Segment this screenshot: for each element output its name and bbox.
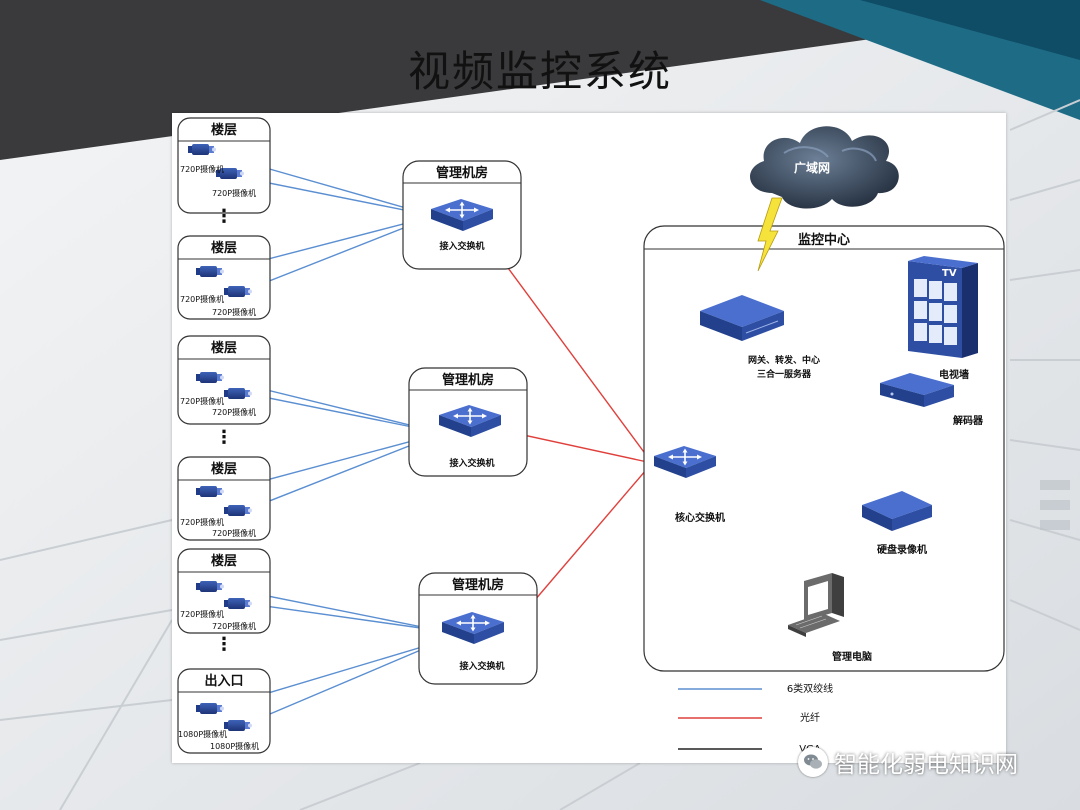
- machine-room-label: 管理机房: [436, 165, 488, 181]
- camera-label: 720P摄像机: [180, 294, 224, 304]
- camera-label: 720P摄像机: [212, 307, 256, 317]
- camera-label: 720P摄像机: [180, 164, 224, 174]
- nvr-icon: [862, 491, 932, 531]
- decoder-label: 解码器: [953, 414, 984, 427]
- machine-room-label: 管理机房: [452, 577, 504, 593]
- ellipsis: ⋮: [215, 427, 233, 448]
- floor-label: 楼层: [211, 240, 237, 256]
- legend-label-twisted-pair: 6类双绞线: [787, 682, 833, 695]
- tv-badge: TV: [942, 268, 957, 279]
- page-title: 视频监控系统: [407, 47, 672, 96]
- ellipsis: ⋮: [215, 634, 233, 655]
- floor-label: 楼层: [211, 122, 237, 138]
- machine-room-label: 管理机房: [442, 372, 494, 388]
- floor-label: 楼层: [211, 553, 237, 569]
- camera-label: 720P摄像机: [212, 621, 256, 631]
- server-label: 三合一服务器: [757, 368, 812, 380]
- wan-label: 广域网: [794, 160, 830, 175]
- camera-label: 720P摄像机: [212, 188, 256, 198]
- camera-label: 720P摄像机: [180, 517, 224, 527]
- floor-box-2: 楼层 720P摄像机 720P摄像机: [177, 235, 271, 320]
- tv-wall-icon: [908, 256, 978, 358]
- wireless-link-icon: [757, 197, 783, 272]
- access-switch-label: 接入交换机: [439, 240, 484, 252]
- floor-box-3: 楼层 720P摄像机 720P摄像机: [177, 335, 271, 425]
- machine-room-3: 管理机房 接入交换机: [418, 572, 538, 685]
- legend-label-fiber: 光纤: [800, 711, 820, 724]
- camera-label: 720P摄像机: [212, 407, 256, 417]
- pc-icon: [788, 573, 844, 637]
- floor-box-1: 楼层 720P摄像机 720P摄像机: [177, 117, 271, 214]
- access-switch-label: 接入交换机: [449, 457, 494, 469]
- access-switch-label: 接入交换机: [459, 660, 504, 672]
- wan-cloud-icon: [750, 126, 899, 209]
- decoder-icon: [880, 373, 954, 407]
- machine-room-1: 管理机房 接入交换机: [402, 160, 522, 270]
- tv-wall-label: 电视墙: [939, 368, 969, 381]
- camera-label: 720P摄像机: [212, 528, 256, 538]
- watermark: 智能化弱电知识网: [798, 745, 1018, 779]
- nvr-label: 硬盘录像机: [877, 543, 927, 556]
- pc-label: 管理电脑: [832, 650, 872, 663]
- floor-box-4: 楼层 720P摄像机 720P摄像机: [177, 456, 271, 541]
- server-icon: [700, 295, 784, 341]
- entrance-label: 出入口: [204, 673, 243, 689]
- floor-label: 楼层: [211, 340, 237, 356]
- watermark-text: 智能化弱电知识网: [834, 752, 1018, 778]
- server-label: 网关、转发、中心: [748, 354, 820, 366]
- wechat-icon: [798, 747, 828, 777]
- network-diagram: 楼层 720P摄像机 720P摄像机 ⋮ 楼层 720P摄像机 720P摄像机 …: [177, 117, 1005, 755]
- camera-label: 720P摄像机: [180, 609, 224, 619]
- camera-label: 1080P摄像机: [210, 741, 259, 751]
- camera-label: 720P摄像机: [180, 396, 224, 406]
- core-switch-label: 核心交换机: [675, 511, 725, 524]
- machine-room-2: 管理机房 接入交换机: [408, 367, 528, 477]
- monitoring-center-label: 监控中心: [798, 232, 850, 248]
- floor-box-5: 楼层 720P摄像机 720P摄像机: [177, 548, 271, 634]
- camera-label: 1080P摄像机: [178, 729, 227, 739]
- entrance-box: 出入口 1080P摄像机 1080P摄像机: [177, 668, 271, 754]
- floor-label: 楼层: [211, 461, 237, 477]
- ellipsis: ⋮: [215, 206, 233, 227]
